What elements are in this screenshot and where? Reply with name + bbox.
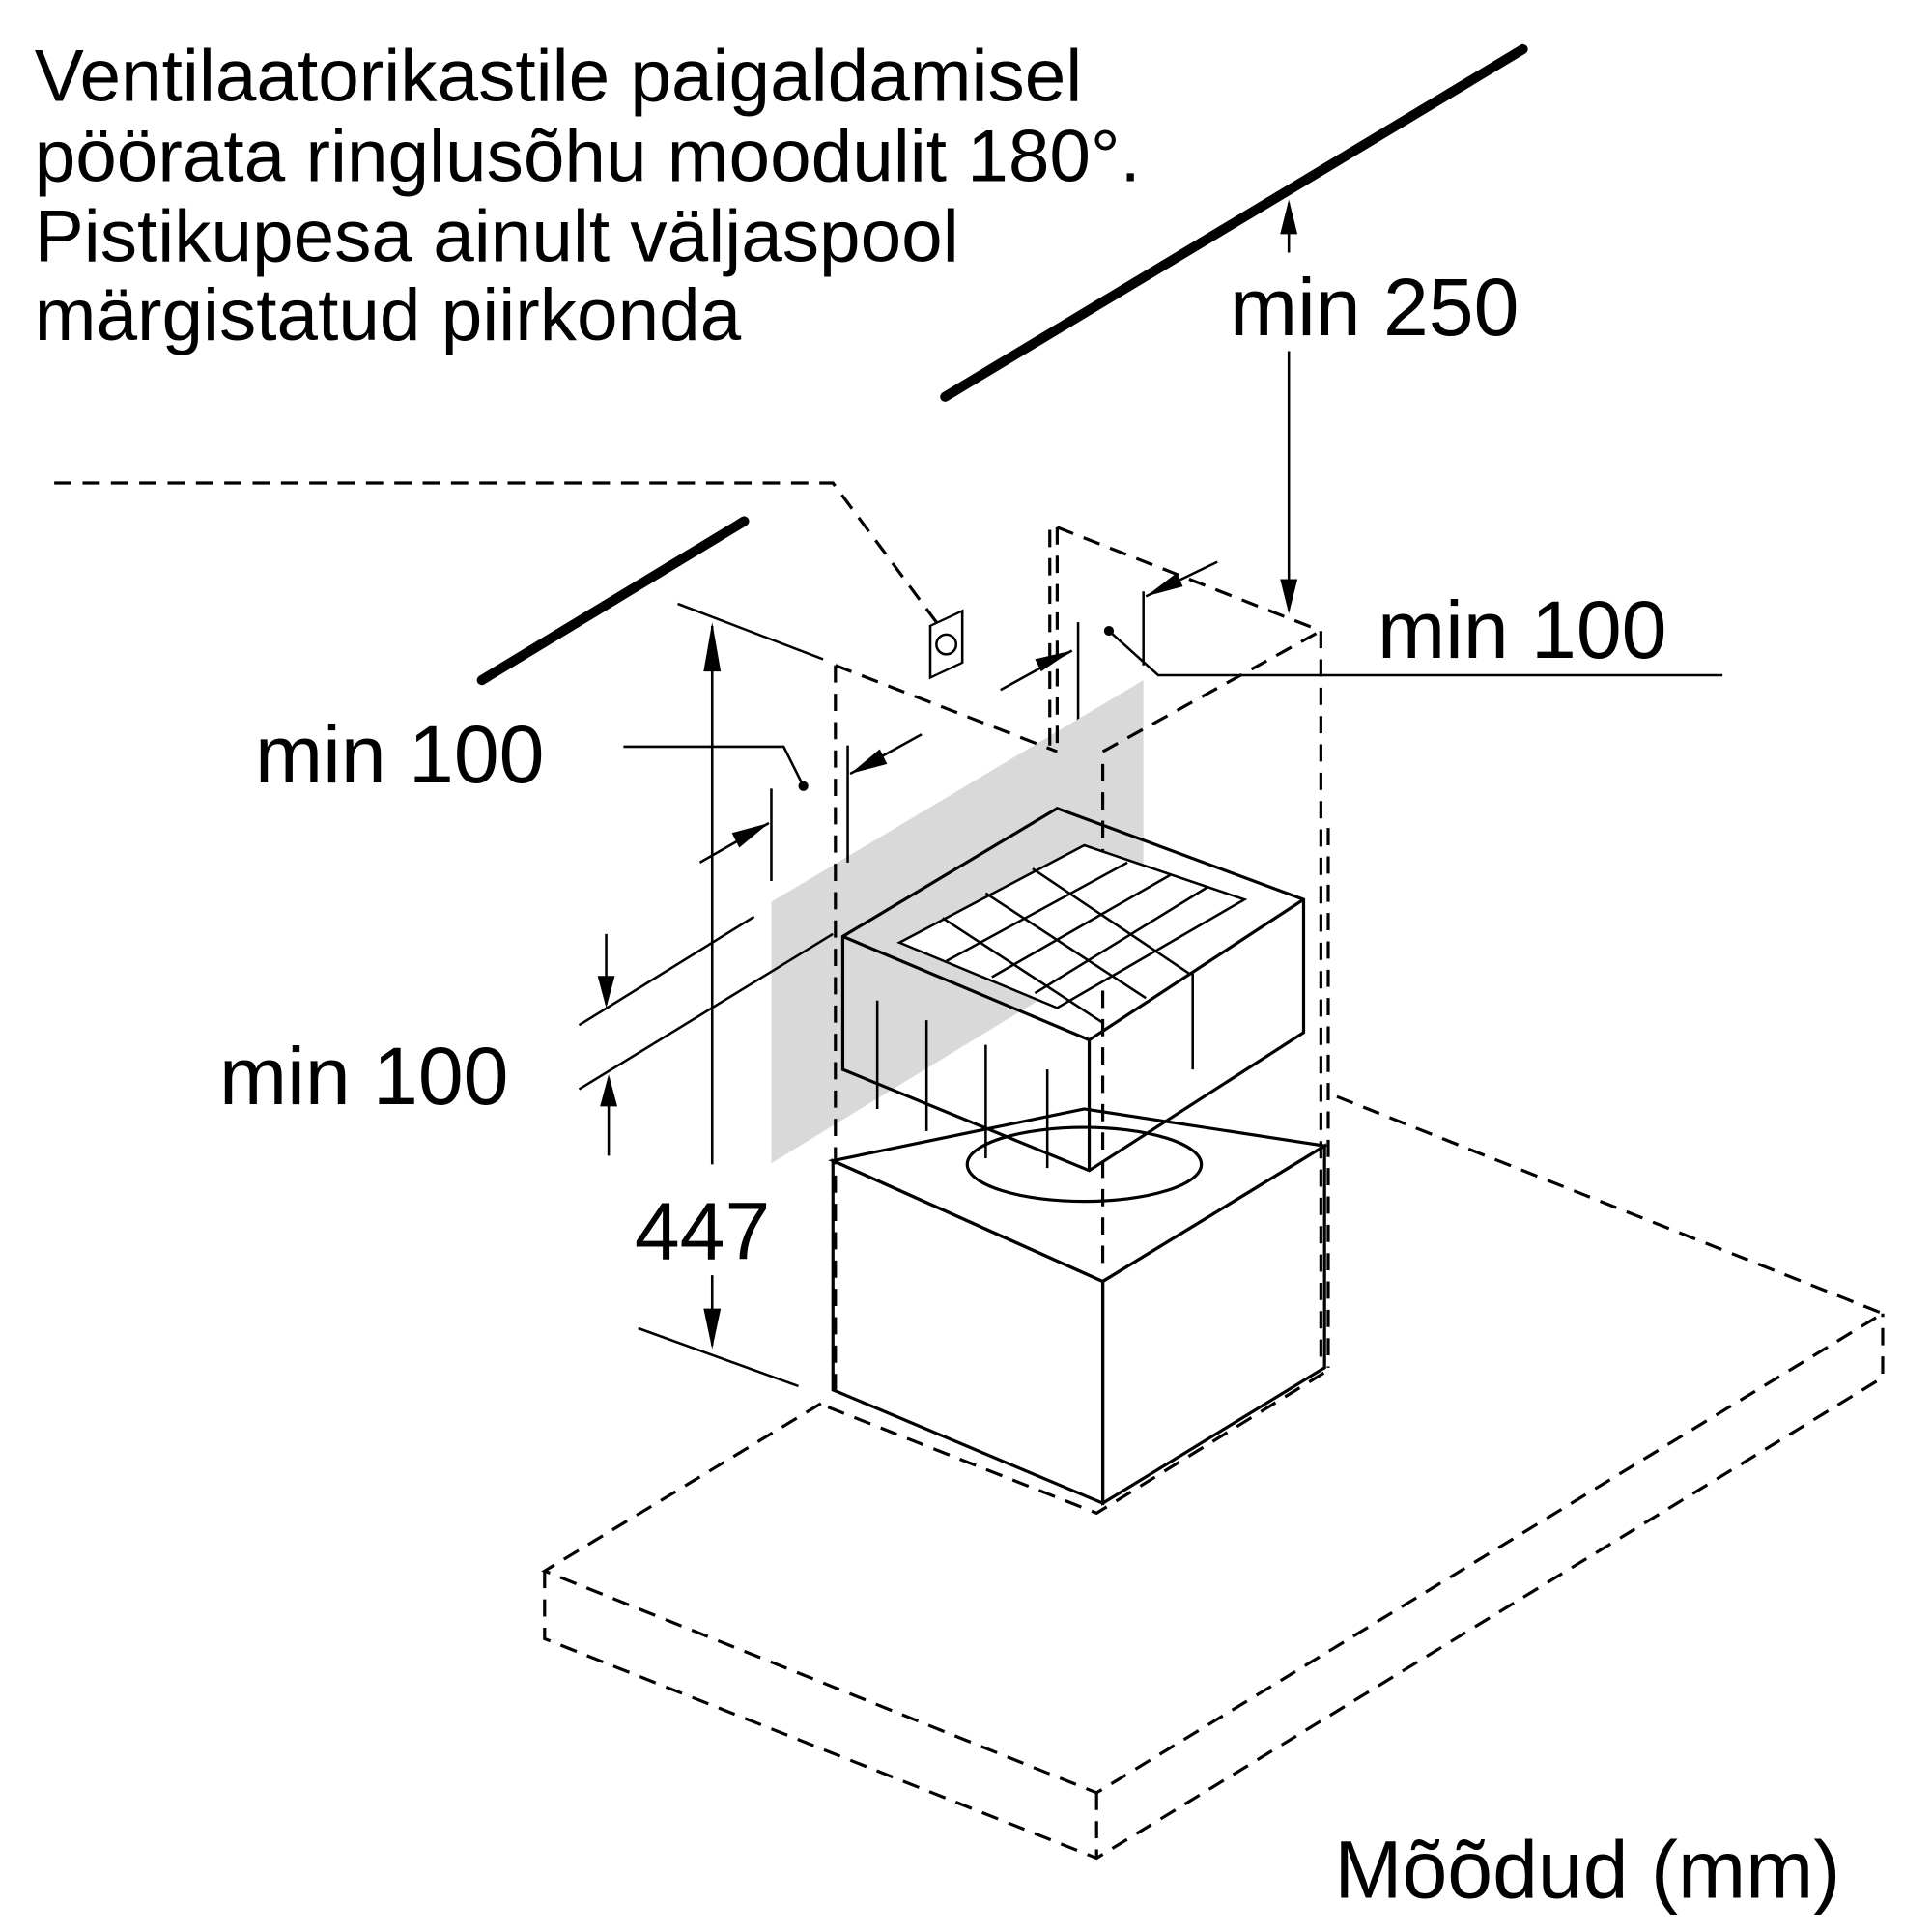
fan-box-side <box>1100 1143 1326 1506</box>
ceiling-line <box>940 43 1528 402</box>
instruction-line-4: märgistatud piirkonda <box>35 274 742 356</box>
ceiling-line-left <box>476 516 750 686</box>
socket-hole-icon <box>935 633 958 656</box>
ceiling-clearance-label: min 250 <box>1230 262 1519 353</box>
arrow-down-icon <box>1280 579 1298 614</box>
fan-outlet <box>965 1125 1204 1204</box>
arrow-icon <box>1035 650 1072 672</box>
units-label: Mõõdud (mm) <box>1334 1824 1840 1915</box>
leader-dot <box>798 781 809 791</box>
cooktop-edge <box>543 1313 1885 1861</box>
instruction-line-2: pöörata ringlusõhu moodulit 180°. <box>35 115 1141 197</box>
arrow-up-icon <box>600 1074 618 1107</box>
arrow-up-icon <box>703 622 722 672</box>
leader-line <box>1108 630 1723 677</box>
right-clearance-label: min 100 <box>1378 584 1666 675</box>
dimension-line <box>677 602 824 661</box>
arrow-icon <box>731 823 769 848</box>
recirculation-module <box>840 806 1306 1173</box>
left-clearance-label: min 100 <box>255 709 544 800</box>
socket-zone-outline <box>54 481 938 624</box>
instruction-line-3: Pistikupesa ainult väljaspool <box>35 195 959 277</box>
leader-dot <box>1103 625 1115 637</box>
leader-line <box>623 745 805 787</box>
dimension-line <box>578 915 755 1027</box>
column-edge <box>1101 629 1322 753</box>
filter-grid <box>875 843 1248 1169</box>
arrow-down-icon <box>597 976 615 1009</box>
column-edge <box>1056 526 1322 1368</box>
dimension-line <box>578 932 834 1091</box>
arrow-icon <box>850 749 888 775</box>
instruction-line-1: Ventilaatorikastile paigaldamisel <box>35 36 1083 118</box>
fan-box-base-outline <box>827 1369 1329 1516</box>
dimension-line <box>638 1326 799 1388</box>
height-label: 447 <box>635 1186 770 1277</box>
fan-box-front <box>831 1158 1105 1506</box>
arrow-icon <box>1146 573 1183 597</box>
arrow-up-icon <box>1280 199 1298 235</box>
vertical-clearance-label: min 100 <box>219 1031 508 1122</box>
socket-icon <box>928 609 964 680</box>
column-edge <box>835 664 1058 753</box>
fan-box-top <box>828 1107 1329 1284</box>
arrow-down-icon <box>703 1308 722 1350</box>
